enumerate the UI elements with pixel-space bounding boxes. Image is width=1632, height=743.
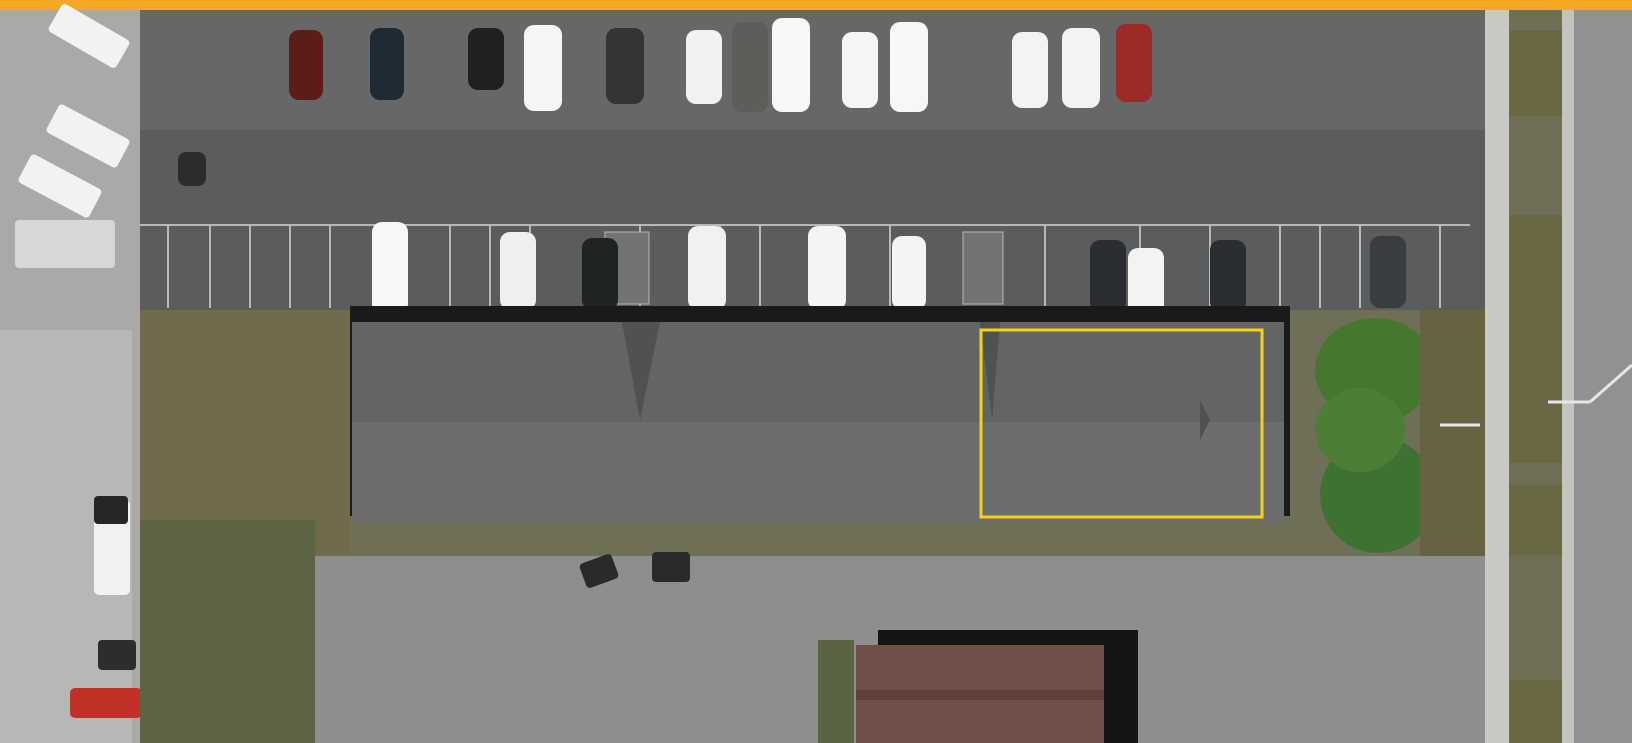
lower-building-ridge [856,690,1104,700]
left-trucks [15,4,142,718]
road [1574,10,1632,743]
sidewalk [1485,10,1509,743]
bottom-row-cars [372,222,1406,318]
grass-patch-lower-left [140,520,315,743]
top-bar [0,0,1632,10]
roof-ridges [622,322,1210,440]
lower-lot-objects [579,552,690,588]
building-roof-upper [352,322,1284,422]
parking-lot-top [140,10,1485,130]
sidewalk-right [1562,10,1574,743]
median-grass [1510,30,1562,743]
road-markings [1440,363,1632,427]
trees [1315,318,1436,553]
top-row-cars [178,18,1152,186]
highlight-box[interactable] [979,328,1264,519]
grass-right [1420,310,1485,570]
hatched-spots [604,231,1004,305]
lower-building-green [818,640,854,743]
